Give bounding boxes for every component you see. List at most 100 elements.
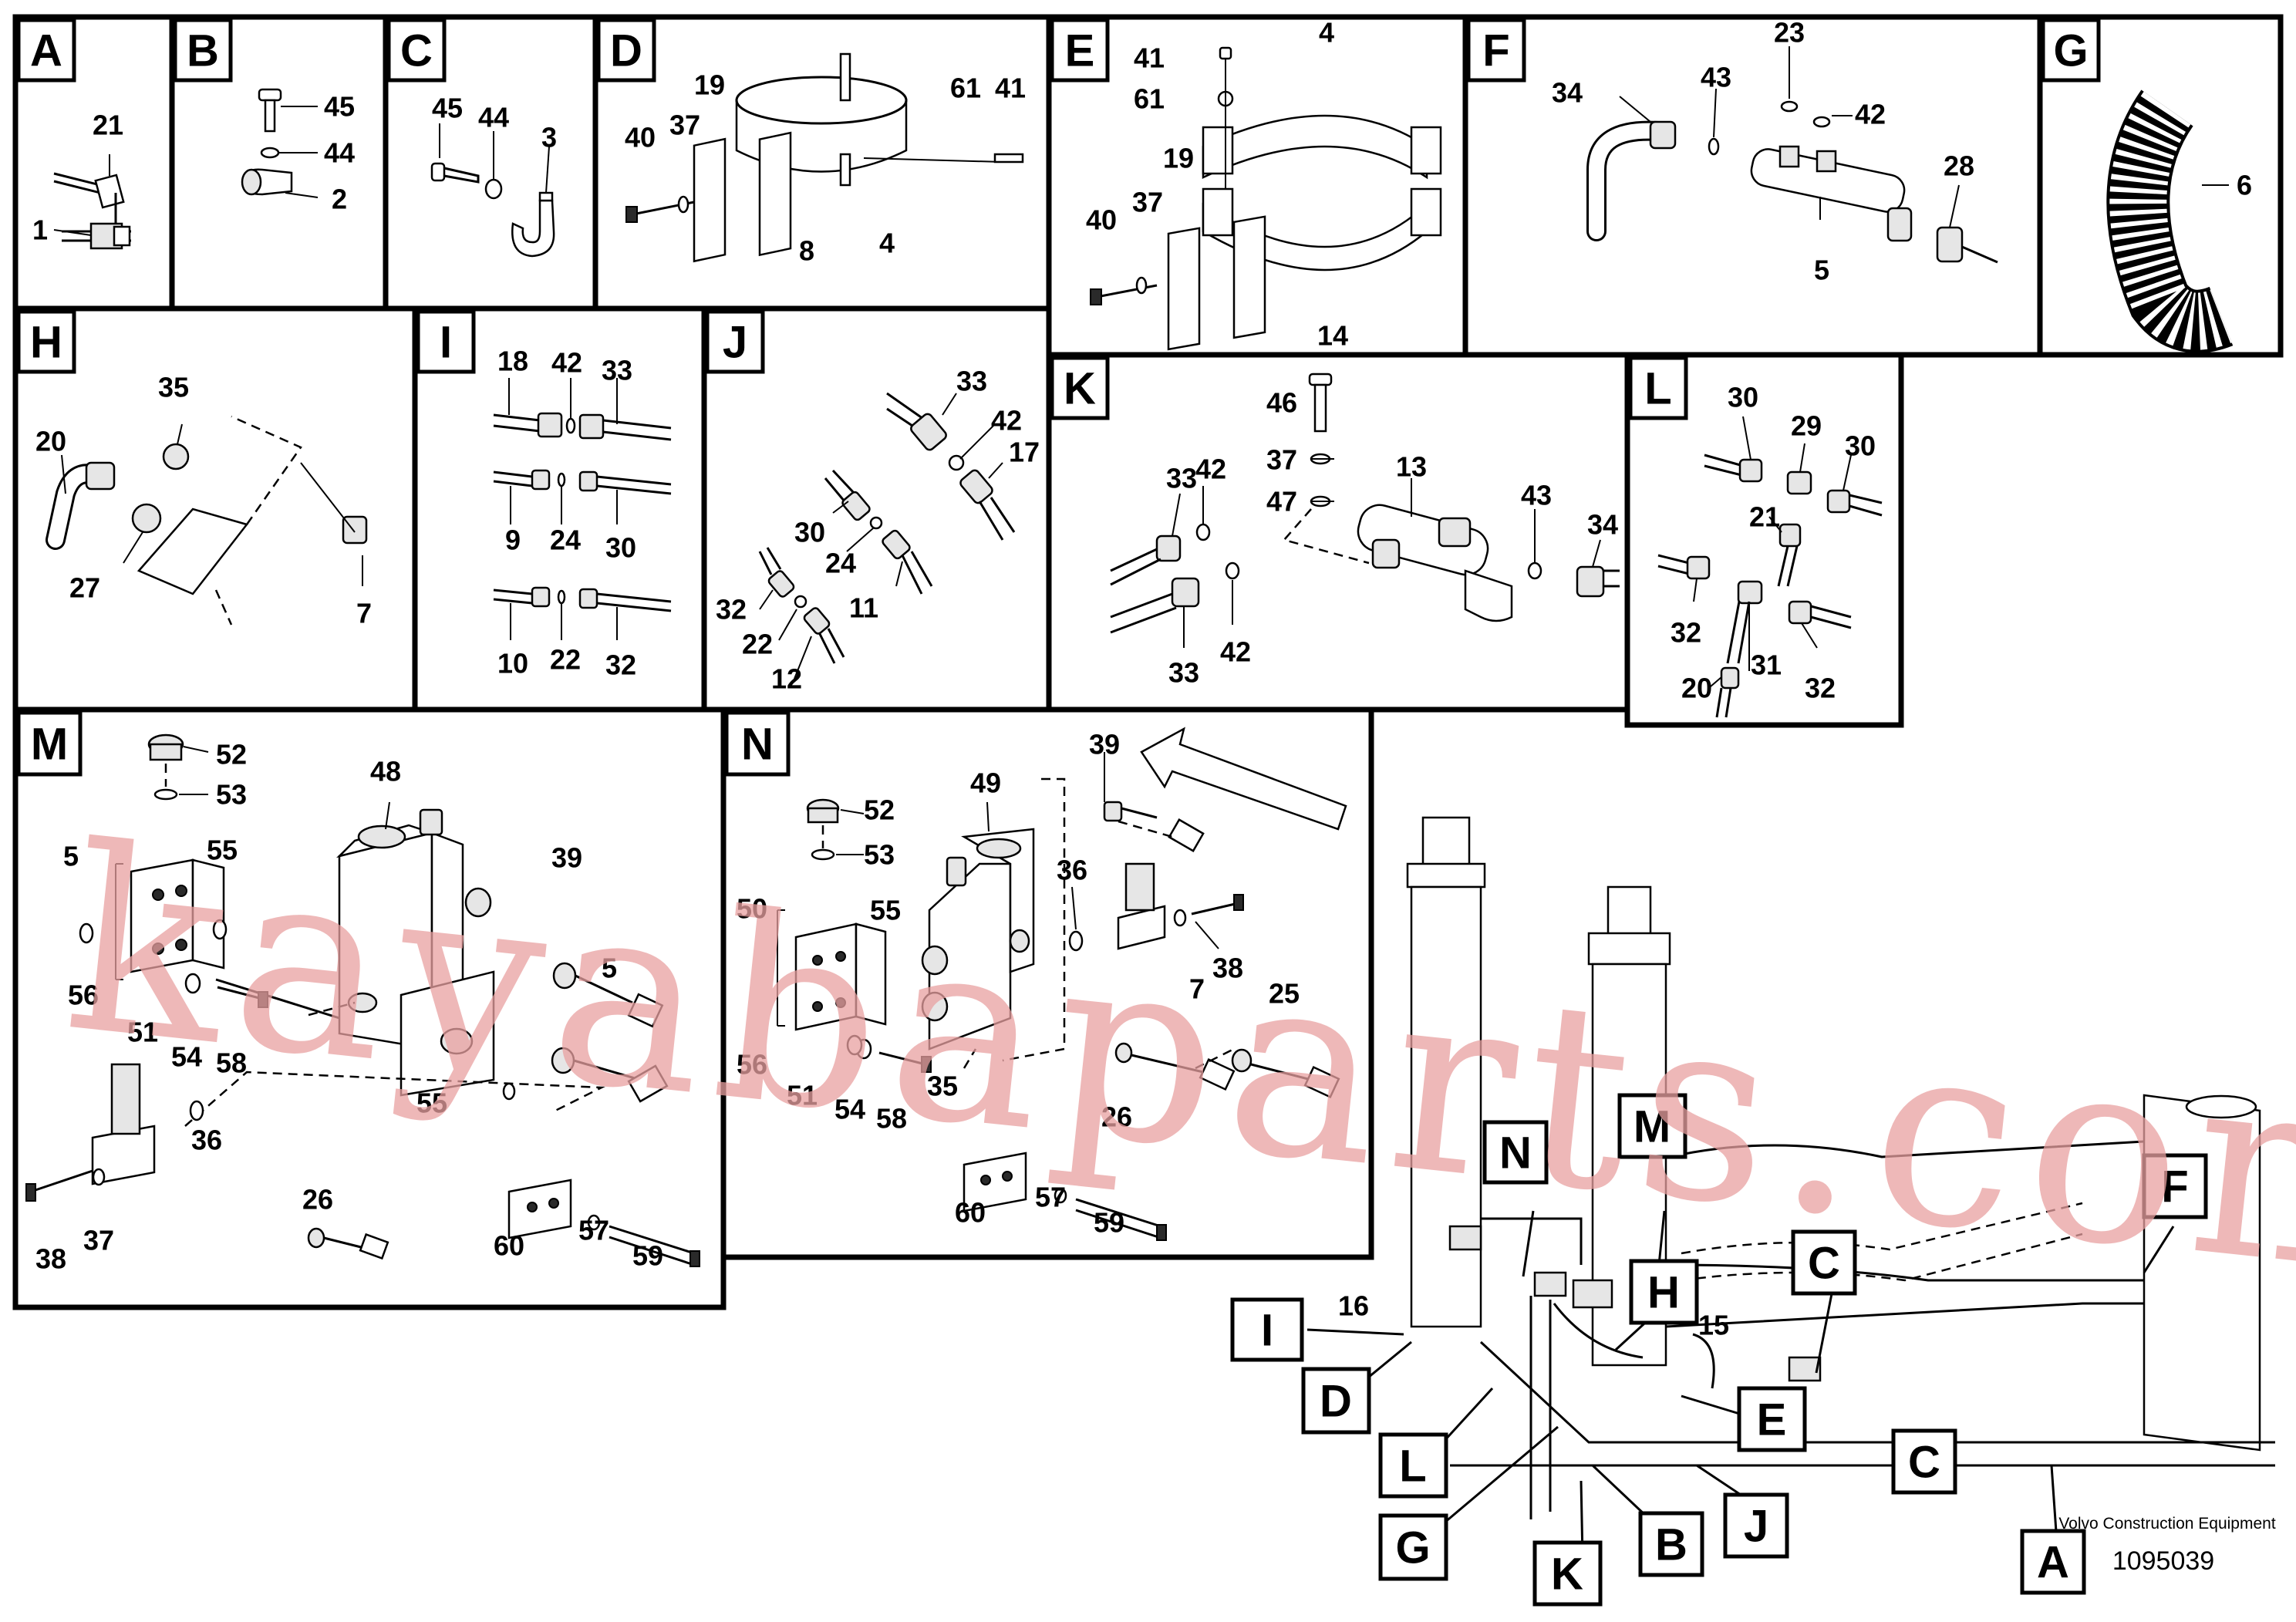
panel-n-part-7: 55 <box>870 895 901 926</box>
svg-text:C: C <box>1808 1239 1840 1289</box>
panel-k-part-6: 47 <box>1266 486 1297 518</box>
watermark: kayabaparts.com <box>56 791 2296 1334</box>
panel-label-d: D <box>596 18 656 83</box>
overview-callout-i: I <box>1230 1297 1304 1362</box>
drawing-number: 1095039 <box>2112 1546 2214 1576</box>
panel-m-part-3: 48 <box>370 756 401 787</box>
panel-n-part-11: 56 <box>737 1049 767 1081</box>
svg-text:D: D <box>610 26 642 76</box>
svg-text:M: M <box>1633 1102 1671 1152</box>
panel-n-part-17: 60 <box>955 1197 986 1229</box>
panel-m-part-15: 38 <box>35 1243 66 1275</box>
panel-h-part-4: 7 <box>356 598 372 629</box>
panel-m-part-6: 39 <box>551 842 582 874</box>
panel-h-part-3: 27 <box>69 572 100 604</box>
overview-callout-e: E <box>1737 1386 1807 1452</box>
panel-n-part-13: 54 <box>834 1094 865 1125</box>
panel-i-part-4: 9 <box>505 524 521 556</box>
svg-text:J: J <box>1744 1502 1768 1552</box>
panel-e-part-5: 37 <box>1132 187 1163 218</box>
panel-i-part-7: 10 <box>497 648 528 679</box>
overview-callout-g: G <box>1378 1513 1448 1581</box>
panel-j-part-4: 30 <box>794 517 825 548</box>
svg-text:H: H <box>1647 1268 1680 1318</box>
panel-label-b: B <box>173 18 233 83</box>
panel-label-a: A <box>16 18 76 83</box>
panel-i-part-6: 30 <box>605 532 636 564</box>
svg-text:F: F <box>2161 1162 2188 1212</box>
panel-h-part-2: 20 <box>35 426 66 457</box>
svg-text:G: G <box>2053 26 2088 76</box>
panel-k-part-4: 33 <box>1166 463 1197 494</box>
svg-text:B: B <box>187 26 219 76</box>
panel-l-part-4: 21 <box>1749 501 1780 533</box>
panel-f-part-5: 28 <box>1944 150 1974 182</box>
panel-m-part-2: 53 <box>216 779 247 811</box>
panel-h-part-1: 35 <box>158 372 189 403</box>
panel-m-part-19: 59 <box>632 1240 663 1272</box>
panel-m-part-18: 57 <box>578 1215 609 1246</box>
panel-b-part-2: 44 <box>324 137 355 169</box>
panel-b-drawing <box>241 88 319 198</box>
panel-a-part-2: 1 <box>32 214 48 246</box>
panel-j-part-5: 24 <box>825 548 856 579</box>
panel-k-part-10: 42 <box>1220 636 1251 668</box>
panel-m-part-17: 60 <box>494 1230 524 1262</box>
svg-text:N: N <box>741 720 774 770</box>
svg-text:L: L <box>1644 364 1671 414</box>
overview-callout-n: N <box>1482 1120 1549 1185</box>
panel-n-part-16: 26 <box>1101 1101 1132 1133</box>
panel-d-part-1: 19 <box>694 69 725 101</box>
panel-l-part-8: 32 <box>1805 673 1836 704</box>
panel-n-part-19: 59 <box>1094 1207 1124 1239</box>
panel-k-part-8: 34 <box>1587 509 1618 541</box>
panel-n-part-18: 57 <box>1035 1182 1066 1213</box>
svg-text:D: D <box>1320 1377 1352 1427</box>
svg-text:A: A <box>2037 1538 2069 1588</box>
panel-label-i: I <box>416 309 476 374</box>
panel-j-part-8: 22 <box>742 629 773 660</box>
panel-f-part-2: 34 <box>1552 77 1583 109</box>
panel-m-drawing <box>25 733 700 1267</box>
panel-n-part-8: 38 <box>1212 953 1243 984</box>
svg-text:I: I <box>1261 1306 1273 1356</box>
panel-k-part-3: 13 <box>1396 451 1427 483</box>
panel-label-l: L <box>1628 356 1688 420</box>
panel-m-part-8: 56 <box>68 980 99 1011</box>
panel-b-part-1: 45 <box>324 91 355 123</box>
panel-label-k: K <box>1050 356 1110 420</box>
panel-n-part-1: 39 <box>1089 729 1120 760</box>
panel-j-part-3: 17 <box>1009 437 1040 468</box>
panel-label-m: M <box>16 710 83 777</box>
panel-frames <box>12 14 2284 1310</box>
panel-e-part-1: 41 <box>1134 42 1165 74</box>
panel-f-part-1: 23 <box>1774 17 1805 49</box>
panel-n-part-2: 52 <box>864 794 895 826</box>
overview-callout-b: B <box>1638 1511 1704 1577</box>
panel-e-part-6: 40 <box>1086 204 1117 236</box>
overview-callout-d: D <box>1301 1367 1371 1435</box>
panel-label-f: F <box>1466 18 1526 83</box>
panel-n-part-9: 7 <box>1189 973 1205 1005</box>
panel-e-part-2: 61 <box>1134 83 1165 115</box>
panel-i-part-1: 18 <box>497 346 528 377</box>
svg-text:G: G <box>1395 1523 1430 1573</box>
panel-i-drawing <box>493 378 672 640</box>
panel-label-h: H <box>16 309 76 374</box>
panel-m-part-11: 58 <box>216 1047 247 1079</box>
brand-label: Volvo Construction Equipment <box>2058 1515 2275 1533</box>
svg-text:C: C <box>1908 1438 1940 1488</box>
panel-n-part-3: 49 <box>970 767 1001 799</box>
panel-label-n: N <box>724 710 791 777</box>
panel-d-part-7: 4 <box>879 228 895 259</box>
panel-label-e: E <box>1050 18 1110 83</box>
panel-i-part-5: 24 <box>550 524 581 556</box>
svg-text:L: L <box>1399 1442 1426 1492</box>
panel-c-part-3: 3 <box>541 122 557 153</box>
svg-text:K: K <box>1064 364 1096 414</box>
panel-k-part-7: 43 <box>1521 480 1552 511</box>
panel-l-part-5: 32 <box>1671 617 1701 649</box>
panel-e-drawing <box>1090 46 1442 351</box>
panel-k-part-2: 37 <box>1266 444 1297 476</box>
panel-a-drawing <box>53 154 131 250</box>
